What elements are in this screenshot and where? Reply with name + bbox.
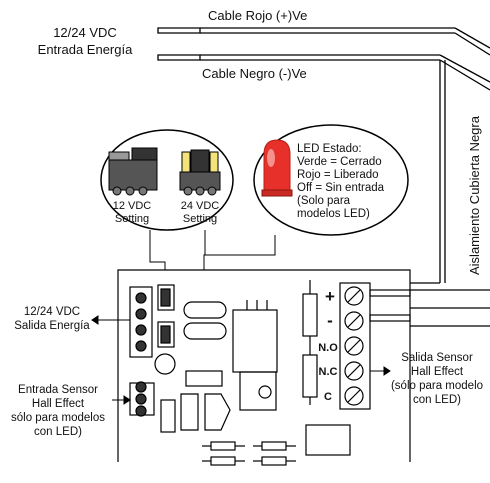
jumper-12-line2: Setting	[115, 213, 149, 225]
jumper-24-line1: 24 VDC	[181, 200, 220, 212]
aislamiento-label: Aislamiento Cubierta Negra	[467, 115, 482, 275]
led-line6: modelos LED)	[297, 208, 370, 220]
circuit-board	[117, 269, 411, 466]
terminal-plus: +	[325, 287, 335, 306]
led-line2: Verde = Cerrado	[297, 156, 382, 168]
led-line3: Rojo = Liberado	[297, 169, 379, 181]
terminal-minus: -	[327, 311, 333, 330]
led-callout: LED Estado: Verde = Cerrado Rojo = Liber…	[253, 124, 409, 236]
entrada-energia-line1: 12/24 VDC	[53, 25, 117, 40]
terminal-c: C	[324, 391, 332, 403]
power-cables	[157, 27, 490, 327]
entrada-sensor-line1: Entrada Sensor	[18, 384, 98, 396]
terminal-no: N.O	[318, 342, 338, 354]
jumper-24-line2: Setting	[183, 213, 217, 225]
cable-rojo-label: Cable Rojo (+)Ve	[208, 8, 307, 23]
entrada-energia-line2: Entrada Energía	[38, 42, 133, 57]
led-line4: Off = Sin entrada	[297, 182, 385, 194]
cable-negro-label: Cable Negro (-)Ve	[202, 66, 307, 81]
salida-sensor-line1: Salida Sensor	[401, 352, 473, 364]
salida-energia-line2: Salida Energía	[14, 320, 90, 332]
salida-sensor-line3: (sólo para modelo	[391, 380, 483, 392]
led-line5: (Solo para	[297, 195, 351, 207]
jumper-12vdc-icon	[108, 147, 158, 196]
salida-energia-line1: 12/24 VDC	[24, 306, 80, 318]
salida-sensor-line4: con LED)	[413, 394, 461, 406]
jumper-callout: 12 VDC Setting 24 VDC Setting	[100, 129, 234, 231]
entrada-sensor-line3: sólo para modelos	[11, 412, 105, 424]
led-line1: LED Estado:	[297, 143, 362, 155]
entrada-sensor-line2: Hall Effect	[32, 398, 85, 410]
jumper-12-line1: 12 VDC	[113, 200, 152, 212]
terminal-nc: N.C	[319, 366, 338, 378]
jumper-24vdc-icon	[179, 149, 221, 196]
entrada-sensor-line4: con LED)	[34, 426, 82, 438]
red-led-icon	[261, 139, 293, 197]
side-arrows	[91, 315, 391, 405]
salida-sensor-line2: Hall Effect	[411, 366, 464, 378]
